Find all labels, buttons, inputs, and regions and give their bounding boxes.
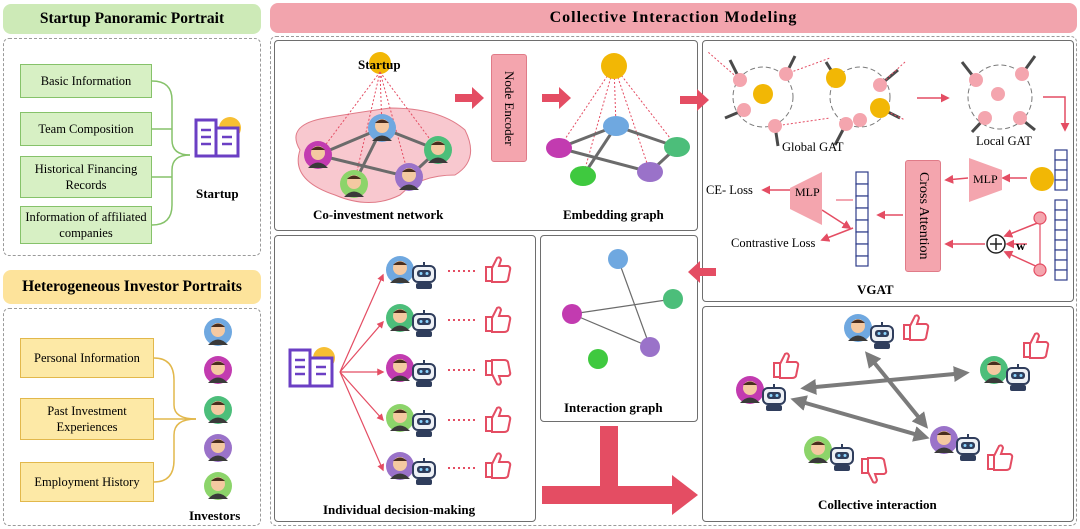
investor-portrait-panel (3, 308, 261, 526)
collective-agent-top (844, 314, 930, 350)
contrastive-loss-label: Contrastive Loss (731, 236, 816, 250)
investor-item-personal: Personal Information (20, 338, 154, 378)
mlp-right-shape (969, 158, 1002, 202)
startup-item-basic: Basic Information (20, 64, 152, 98)
co-investor-4 (340, 170, 368, 198)
co-investment-blob (295, 107, 472, 203)
investor-item-experience: Past Investment Experiences (20, 398, 154, 440)
interaction-node-purple (640, 337, 660, 357)
co-investment-startup-node (369, 52, 391, 74)
investor-bracket (153, 357, 197, 483)
embedding-node-magenta (546, 138, 572, 158)
investor-avatar-5 (204, 472, 232, 500)
embedding-node-blue (603, 116, 629, 136)
startup-icon-label: Startup (196, 186, 239, 201)
w-weights (1033, 211, 1047, 277)
collective-header: Collective Interaction Modeling (270, 3, 1077, 33)
investor-avatar-1 (204, 318, 232, 346)
collective-arrows (790, 351, 970, 442)
embedding-node-purple (637, 162, 663, 182)
investor-portrait-title: Heterogeneous Investor Portraits (22, 278, 242, 295)
startup-doc-icon (194, 115, 243, 158)
collective-title: Collective Interaction Modeling (549, 9, 798, 26)
w-label: w (1016, 238, 1026, 253)
interaction-node-lightgreen (588, 349, 608, 369)
interaction-node-magenta (562, 304, 582, 324)
flow-arrows-top (455, 87, 709, 111)
ce-loss-label: CE- Loss (706, 183, 753, 197)
embedding-node-lightgreen (570, 166, 596, 186)
embedding-dotted-links (558, 65, 678, 177)
investor-portrait-header: Heterogeneous Investor Portraits (3, 270, 261, 304)
co-investment-startup-label: Startup (358, 57, 401, 72)
node-encoder-label: Node Encoder (502, 70, 517, 146)
investor-avatar-2 (204, 356, 232, 384)
co-investment-caption: Co-investment network (313, 207, 444, 222)
startup-item-team: Team Composition (20, 112, 152, 146)
individual-agent-2 (386, 304, 512, 338)
vector-middle (855, 171, 869, 267)
individual-fan-arrows (339, 273, 385, 472)
vector-right-bottom (1054, 199, 1068, 281)
vgat-caption: VGAT (857, 282, 894, 297)
collective-agent-bottom-left (804, 436, 888, 484)
embedding-node-green (664, 137, 690, 157)
vector-right-top (1054, 149, 1068, 191)
startup-bracket (151, 80, 191, 226)
startup-portrait-panel (3, 38, 261, 256)
global-gat-label: Global GAT (782, 140, 844, 154)
vgat-to-interaction-arrow (688, 261, 716, 283)
startup-portrait-header: Startup Panoramic Portrait (3, 4, 261, 34)
individual-agent-1 (386, 256, 512, 290)
vgat-arrows (761, 93, 1070, 269)
individual-agent-4 (386, 404, 512, 438)
interaction-node-blue (608, 249, 628, 269)
embedding-startup-node (601, 53, 627, 79)
big-flow-arrow (542, 426, 698, 515)
individual-doc-icon (288, 345, 337, 388)
investor-avatar-4 (204, 434, 232, 462)
global-gat-diagram (707, 51, 906, 147)
collective-agent-bottom-right (930, 426, 1014, 471)
investor-item-employment: Employment History (20, 462, 154, 502)
mlp-left-trapezoid (790, 172, 822, 225)
co-investor-3 (424, 136, 452, 164)
investors-icon-label: Investors (189, 508, 241, 523)
co-investor-5 (395, 163, 423, 191)
collective-agent-left (736, 352, 800, 412)
collective-panel (270, 36, 1077, 526)
local-gat-diagram (960, 55, 1037, 134)
vgat-startup-node (1030, 167, 1054, 191)
startup-item-financing: Historical Financing Records (20, 156, 152, 198)
interaction-caption: Interaction graph (564, 400, 663, 415)
startup-item-affiliated: Information of affiliated companies (20, 206, 152, 244)
collective-agent-right (980, 332, 1050, 392)
interaction-edges (571, 258, 674, 348)
interaction-node-green (663, 289, 683, 309)
individual-agent-5 (386, 452, 512, 486)
collective-caption: Collective interaction (818, 497, 937, 512)
cross-attention-label: Cross Attention (916, 172, 931, 260)
co-investor-1 (368, 114, 396, 142)
co-investment-dotted-links (317, 71, 439, 185)
startup-portrait-title: Startup Panoramic Portrait (39, 10, 225, 27)
embedding-caption: Embedding graph (563, 207, 664, 222)
individual-agent-3 (386, 354, 512, 388)
node-encoder-box: Node Encoder (491, 54, 527, 162)
local-gat-label: Local GAT (976, 134, 1032, 148)
mlp-left-label: MLP (795, 185, 820, 199)
cross-attention-box: Cross Attention (905, 160, 941, 272)
mlp-right-label: MLP (973, 172, 998, 186)
investor-avatar-3 (204, 396, 232, 424)
individual-caption: Individual decision-making (323, 502, 476, 517)
co-investor-2 (304, 141, 332, 169)
